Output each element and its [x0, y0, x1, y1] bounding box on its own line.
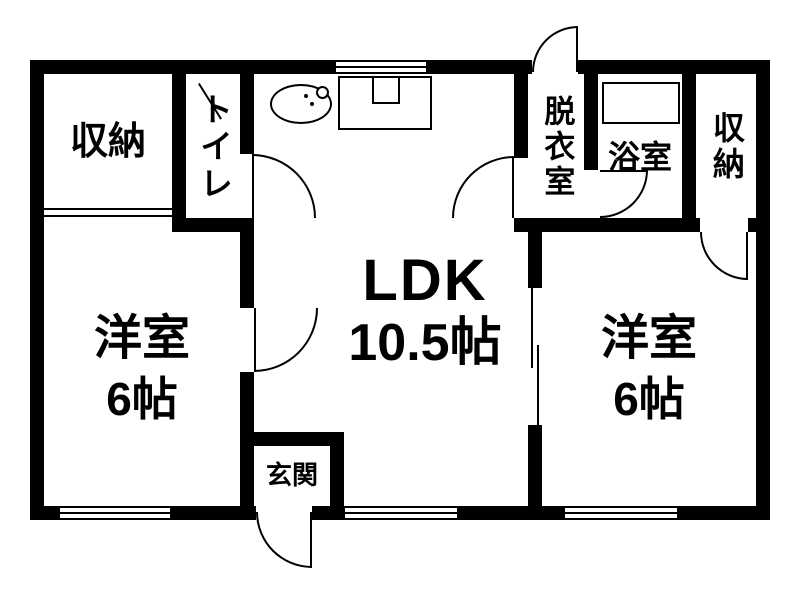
- door-arc-dressing: [452, 156, 514, 218]
- westleft-size-text: 6帖: [106, 373, 178, 426]
- wall-entrance-top: [240, 432, 344, 446]
- bathroom-text: 浴室: [607, 139, 672, 176]
- door-leaf-backdoor: [576, 26, 578, 72]
- wall-storage-toilet: [172, 74, 186, 232]
- door-arc-backdoor: [532, 26, 578, 72]
- bathtub-icon: [602, 82, 680, 124]
- wall-ldk-westleft-upper: [240, 232, 254, 308]
- door-leaf-entrance: [310, 512, 312, 568]
- wall-ldk-dressing: [514, 74, 528, 158]
- ldk-name-text: LDK: [362, 248, 488, 314]
- room-label-ldk: LDK 10.5帖: [300, 238, 550, 384]
- closet-slide-line-top: [44, 208, 172, 210]
- door-arc-toilet: [252, 154, 316, 218]
- room-label-bathroom: 浴室: [598, 128, 682, 188]
- wall-ldk-westright-upper: [528, 232, 542, 288]
- storage-left-text: 収納: [69, 120, 146, 163]
- room-label-westright: 洋室 6帖: [542, 232, 756, 506]
- storage-right-text: 収納: [708, 111, 745, 183]
- wall-entrance-right: [330, 432, 344, 520]
- window-center-line: [345, 512, 457, 514]
- counter-inset: [372, 76, 400, 104]
- door-leaf-toilet: [252, 154, 254, 218]
- door-leaf-bathroom: [600, 170, 648, 172]
- outer-wall-left: [30, 60, 44, 520]
- outer-wall-right: [756, 60, 770, 520]
- sliding-door-panel-1: [531, 288, 533, 368]
- faucet-icon: [316, 86, 329, 99]
- westleft-name-text: 洋室: [93, 312, 190, 366]
- dressing-text: 脱衣室: [539, 94, 575, 200]
- westright-name-text: 洋室: [600, 312, 697, 366]
- door-leaf-storage-right: [746, 232, 748, 280]
- room-label-dressing: 脱衣室: [528, 74, 584, 220]
- door-leaf-westleft: [254, 308, 256, 372]
- wall-ldk-westright-lower: [528, 425, 542, 520]
- window-westleft: [60, 506, 170, 520]
- window-center-line: [336, 66, 426, 68]
- window-center-line: [60, 512, 170, 514]
- room-label-entrance: 玄関: [254, 446, 330, 506]
- window-ldk: [345, 506, 457, 520]
- toilet-text: トイレ: [195, 91, 233, 203]
- window-center-line: [565, 512, 677, 514]
- room-label-storage-right: 収納: [696, 74, 756, 220]
- sink-dot-2: [310, 102, 314, 106]
- closet-slide-line-bottom: [44, 215, 172, 217]
- door-leaf-dressing: [512, 156, 514, 218]
- wall-upper-separator-left: [514, 218, 700, 232]
- wall-bath-storage: [682, 74, 696, 232]
- entrance-text: 玄関: [265, 460, 318, 491]
- ldk-size-text: 10.5帖: [348, 314, 502, 373]
- wall-toilet-ldk: [240, 74, 254, 154]
- wall-dressing-bath: [584, 74, 598, 170]
- westright-size-text: 6帖: [613, 373, 685, 426]
- room-label-westleft: 洋室 6帖: [44, 232, 240, 506]
- room-label-storage-left: 収納: [44, 74, 172, 210]
- wall-upper-separator-right: [748, 218, 770, 232]
- sliding-door-panel-2: [537, 345, 539, 425]
- room-label-toilet: トイレ: [186, 74, 240, 220]
- sink-dot-1: [304, 94, 308, 98]
- window-westright: [565, 506, 677, 520]
- door-arc-entrance: [256, 512, 312, 568]
- window-kitchen: [336, 60, 426, 74]
- wall-toilet-bottom: [172, 218, 254, 232]
